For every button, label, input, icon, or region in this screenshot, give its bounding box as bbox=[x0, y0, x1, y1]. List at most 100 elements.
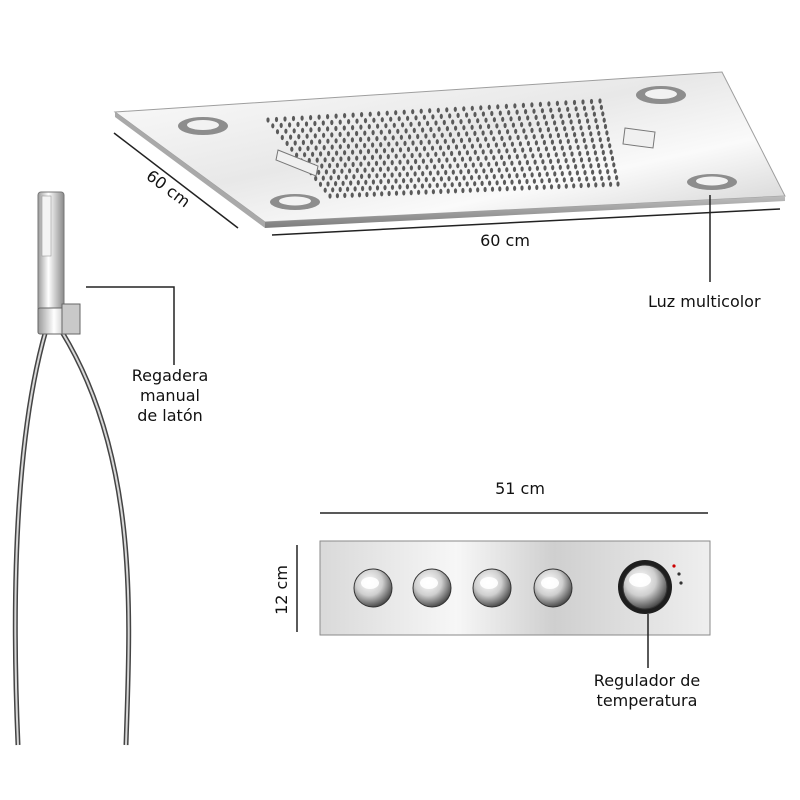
nozzle bbox=[359, 136, 363, 143]
nozzle bbox=[485, 174, 489, 180]
nozzle bbox=[584, 112, 588, 118]
nozzle bbox=[266, 117, 270, 123]
nozzle bbox=[367, 136, 371, 142]
nozzle bbox=[612, 162, 616, 168]
nozzle bbox=[382, 172, 387, 178]
nozzle bbox=[304, 121, 309, 127]
nozzle bbox=[515, 154, 519, 160]
nozzle bbox=[453, 157, 457, 163]
nozzle bbox=[324, 169, 328, 175]
nozzle bbox=[527, 185, 532, 191]
nozzle bbox=[398, 184, 402, 190]
nozzle bbox=[433, 164, 437, 170]
nozzle bbox=[606, 169, 610, 175]
nozzle bbox=[476, 118, 480, 124]
nozzle bbox=[442, 151, 446, 157]
nozzle bbox=[500, 154, 504, 160]
nozzle bbox=[398, 147, 403, 153]
nozzle bbox=[318, 181, 323, 187]
nozzle bbox=[355, 167, 359, 173]
nozzle bbox=[526, 115, 530, 121]
nozzle bbox=[430, 145, 435, 151]
nozzle bbox=[610, 155, 615, 162]
nozzle bbox=[476, 155, 480, 162]
nozzle bbox=[359, 161, 363, 167]
nozzle bbox=[574, 138, 578, 144]
nozzle bbox=[484, 136, 488, 142]
nozzle bbox=[386, 178, 391, 184]
nozzle bbox=[568, 170, 572, 176]
nozzle bbox=[370, 154, 375, 160]
nozzle bbox=[313, 133, 317, 139]
nozzle bbox=[409, 177, 413, 183]
nozzle bbox=[603, 156, 607, 162]
nozzle bbox=[487, 161, 491, 167]
nozzle bbox=[297, 134, 301, 140]
nozzle bbox=[486, 142, 490, 148]
nozzle bbox=[399, 134, 403, 140]
nozzle bbox=[321, 175, 325, 181]
nozzle bbox=[343, 113, 347, 119]
nozzle bbox=[296, 121, 300, 127]
nozzle bbox=[432, 133, 436, 139]
nozzle bbox=[574, 164, 578, 170]
nozzle bbox=[434, 151, 438, 157]
nozzle bbox=[383, 135, 387, 141]
nozzle bbox=[318, 139, 322, 145]
nozzle bbox=[343, 192, 347, 198]
nozzle bbox=[380, 191, 384, 197]
nozzle bbox=[425, 164, 429, 170]
nozzle bbox=[385, 110, 389, 116]
nozzle bbox=[428, 108, 432, 114]
panel-width-label: 60 cm bbox=[480, 231, 530, 250]
rain-shower-panel bbox=[113, 71, 786, 228]
nozzle bbox=[495, 180, 499, 186]
nozzle bbox=[444, 169, 448, 176]
nozzle bbox=[609, 181, 613, 187]
nozzle bbox=[414, 115, 418, 121]
nozzle bbox=[513, 147, 517, 153]
nozzle bbox=[578, 151, 582, 157]
nozzle bbox=[540, 108, 545, 114]
nozzle bbox=[290, 146, 294, 152]
nozzle bbox=[417, 189, 421, 195]
nozzle bbox=[439, 176, 443, 182]
nozzle bbox=[326, 138, 330, 144]
nozzle bbox=[545, 171, 549, 177]
diverter-knob bbox=[412, 568, 452, 608]
nozzle bbox=[413, 183, 417, 189]
temperature-callout-label: Regulador de temperatura bbox=[572, 671, 722, 711]
nozzle bbox=[551, 113, 555, 120]
nozzle bbox=[600, 175, 604, 181]
nozzle bbox=[280, 134, 284, 141]
nozzle bbox=[609, 149, 613, 155]
nozzle bbox=[404, 128, 408, 134]
nozzle bbox=[355, 130, 359, 137]
nozzle bbox=[507, 154, 511, 160]
nozzle bbox=[468, 156, 472, 162]
nozzle bbox=[379, 129, 383, 135]
nozzle bbox=[368, 111, 372, 117]
nozzle bbox=[470, 175, 474, 181]
nozzle bbox=[483, 186, 487, 193]
nozzle bbox=[363, 142, 367, 149]
nozzle bbox=[350, 137, 354, 143]
nozzle bbox=[460, 156, 465, 162]
nozzle bbox=[372, 117, 376, 123]
nozzle bbox=[549, 184, 554, 190]
nozzle bbox=[515, 173, 519, 179]
nozzle bbox=[600, 143, 604, 149]
nozzle bbox=[549, 158, 553, 164]
nozzle bbox=[330, 144, 334, 150]
nozzle bbox=[542, 139, 547, 146]
nozzle bbox=[409, 190, 413, 196]
nozzle bbox=[429, 126, 433, 133]
nozzle bbox=[479, 162, 483, 168]
nozzle bbox=[338, 186, 342, 193]
nozzle bbox=[473, 130, 477, 136]
nozzle bbox=[569, 119, 573, 125]
nozzle bbox=[500, 135, 504, 141]
nozzle bbox=[288, 122, 292, 128]
nozzle bbox=[577, 176, 581, 182]
nozzle bbox=[459, 119, 463, 125]
